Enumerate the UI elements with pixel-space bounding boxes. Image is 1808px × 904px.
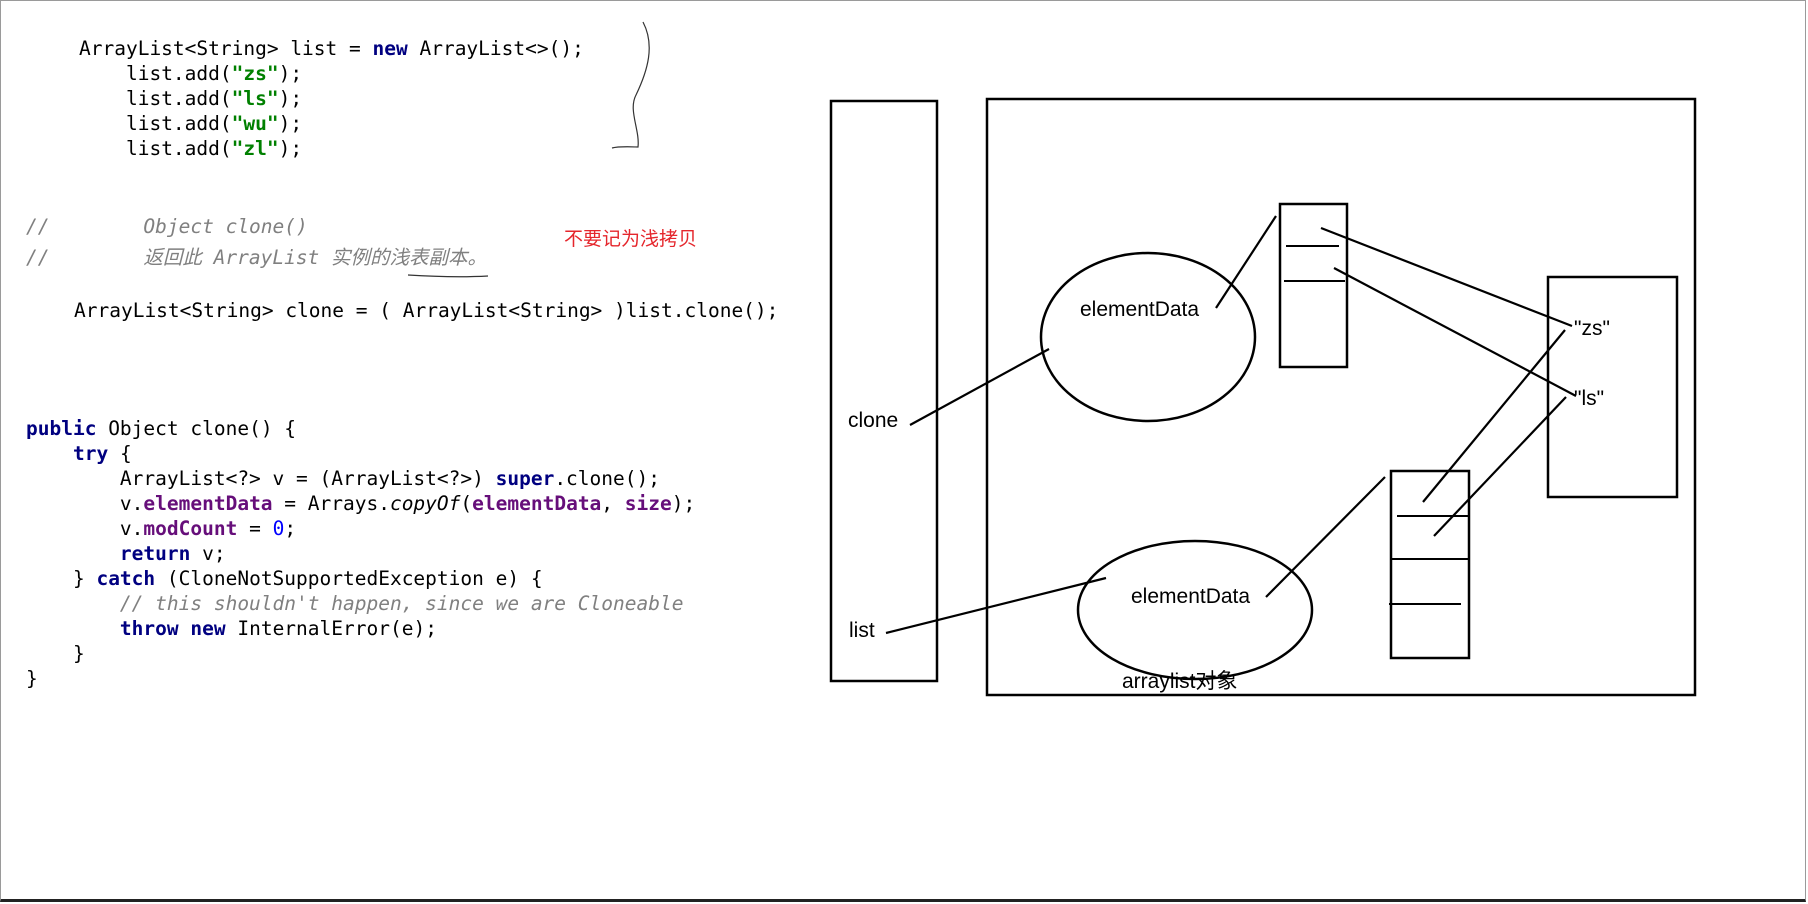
elementData-ellipse-top: [1039, 251, 1257, 423]
code-line: return v;: [119, 542, 226, 565]
code-line: v.modCount = 0;: [119, 517, 297, 540]
ref-top-slot-to-zs: [1320, 226, 1573, 328]
code-line: v.elementData = Arrays.copyOf(elementDat…: [119, 492, 696, 515]
code-line: }: [26, 667, 38, 690]
label-elementData-top: elementData: [1080, 298, 1199, 321]
label-ls: "ls": [1574, 387, 1604, 410]
heap-box: [985, 97, 1697, 697]
code-line: // this shouldn't happen, since we are C…: [119, 592, 684, 615]
ref-top-slot-to-ls: [1333, 267, 1577, 397]
code-line: ArrayList<String> list = new ArrayList<>…: [79, 37, 584, 60]
ref-top-elementData-to-array: [1215, 215, 1277, 309]
ref-clone-to-ellipse: [909, 348, 1050, 426]
label-elementData-bottom: elementData: [1131, 585, 1250, 608]
code-line: list.add("zl");: [125, 137, 303, 160]
ref-bottom-elementData-to-array: [1265, 476, 1386, 598]
label-clone: clone: [848, 409, 898, 432]
code-line: }: [72, 642, 85, 665]
label-arraylist-object: arraylist对象: [1122, 670, 1238, 693]
code-line: list.add("ls");: [125, 87, 303, 110]
elementData-ellipse-bottom: [1076, 539, 1314, 681]
ref-bottom-slot-to-ls: [1433, 396, 1567, 537]
brace-mark: [611, 21, 650, 149]
code-comment-block: // Object clone() // 返回此 ArrayList 实例的浅表副…: [26, 211, 487, 273]
code-line: ArrayList<?> v = (ArrayList<?>) super.cl…: [119, 467, 660, 490]
array-box-top: [1278, 202, 1349, 369]
code-line: } catch (CloneNotSupportedException e) {: [72, 567, 543, 590]
comment-line: // 返回此 ArrayList 实例的浅表副本。: [26, 246, 488, 269]
code-line: list.add("zs");: [125, 62, 303, 85]
ref-bottom-slot-to-zs: [1422, 329, 1566, 503]
label-list: list: [849, 619, 875, 642]
code-clone-line: ArrayList<String> clone = ( ArrayList<St…: [74, 299, 779, 322]
code-clone-method: public Object clone() { try { ArrayList<…: [26, 416, 695, 691]
string-pool-box: [1546, 275, 1679, 499]
ref-list-to-ellipse: [885, 576, 1107, 635]
red-note: 不要记为浅拷贝: [564, 228, 698, 250]
code-list-creation: ArrayList<String> list = new ArrayList<>…: [79, 36, 584, 161]
code-line: throw new InternalError(e);: [119, 617, 437, 640]
label-zs: "zs": [1574, 317, 1610, 340]
comment-line: // Object clone(): [26, 215, 308, 238]
code-line: try {: [72, 442, 132, 465]
code-line: public Object clone() {: [26, 417, 297, 440]
array-box-bottom: [1389, 469, 1471, 660]
code-line: list.add("wu");: [125, 112, 303, 135]
underline-mark: [407, 274, 489, 278]
stack-box: [829, 99, 939, 683]
